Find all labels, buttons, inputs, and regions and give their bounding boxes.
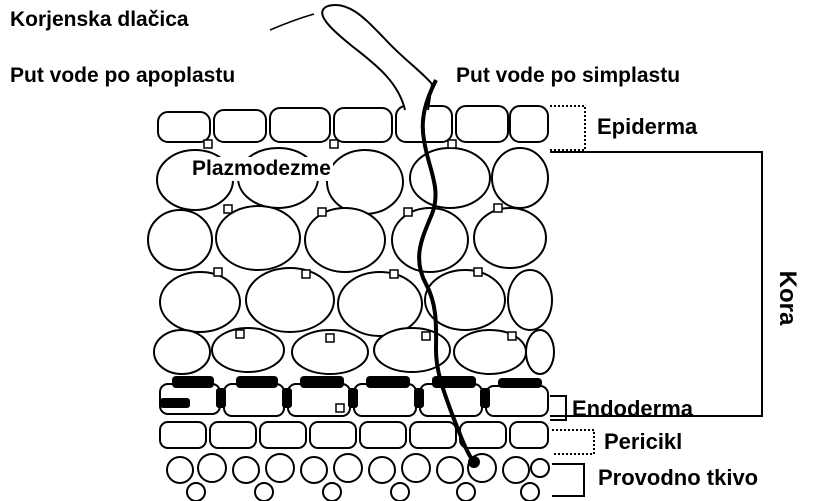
korjenska-dlacica-pointer <box>270 14 314 30</box>
provodno-tkivo-bracket <box>552 464 584 496</box>
pericikl-label: Pericikl <box>604 430 682 454</box>
pericycle-cells <box>160 422 548 448</box>
kora-label: Kora <box>775 263 799 333</box>
epidermis-cells <box>158 106 548 142</box>
cortex-cells-row-3 <box>160 268 552 336</box>
root-hair <box>322 5 432 110</box>
water-path-end-dot <box>468 456 480 468</box>
korjenska-dlacica-label: Korjenska dlačica <box>10 8 189 32</box>
put-simplast-label: Put vode po simplastu <box>456 64 680 88</box>
epiderma-label: Epiderma <box>597 115 697 139</box>
pericikl-bracket <box>552 430 594 454</box>
provodno-tkivo-label: Provodno tkivo <box>598 466 758 490</box>
vascular-tissue-cells <box>167 454 549 501</box>
epiderma-bracket <box>550 106 585 150</box>
cortex-cells-row-2 <box>148 206 546 272</box>
cortex-cells-row-4 <box>154 328 554 374</box>
kora-bracket <box>550 152 762 416</box>
endoderma-label: Endoderma <box>572 397 693 421</box>
put-apoplast-label: Put vode po apoplastu <box>10 64 235 88</box>
casparian-strip <box>160 376 542 408</box>
plazmodezme-label: Plazmodezme <box>190 157 333 181</box>
